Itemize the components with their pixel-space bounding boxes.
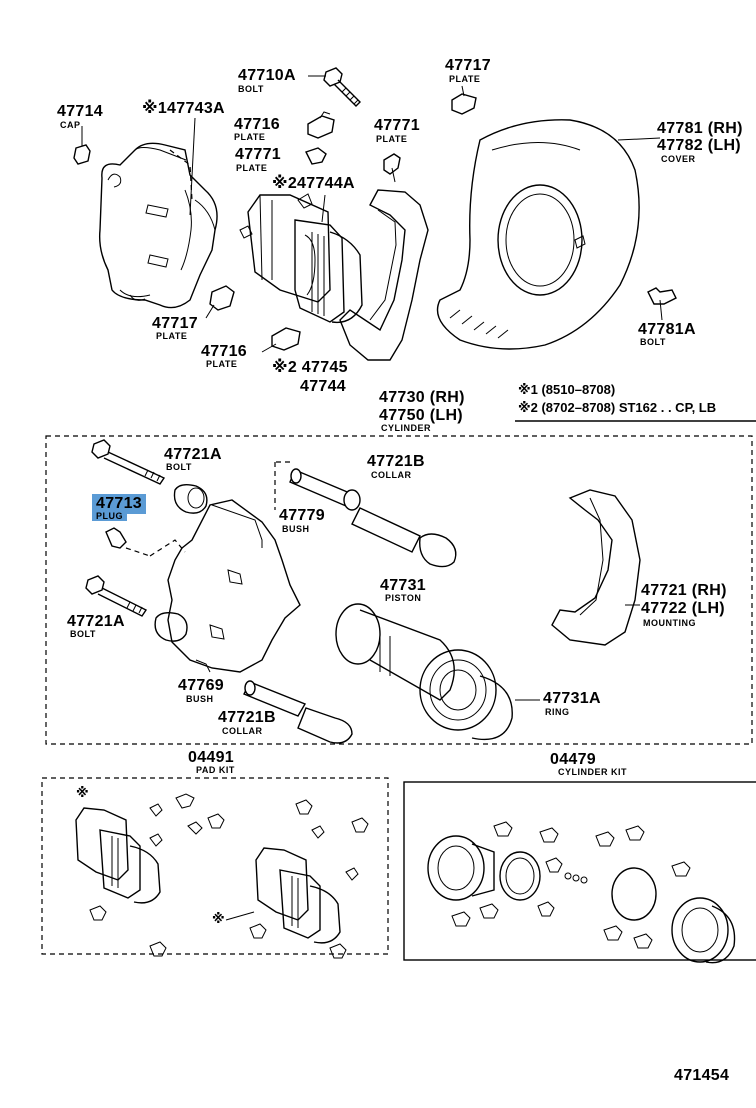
part-number-47745[interactable]: ※2 47745 — [272, 359, 348, 376]
part-number-04479[interactable]: 04479 — [550, 751, 596, 768]
part-name-04479: CYLINDER KIT — [558, 767, 627, 777]
plate-47771-right-drawing — [383, 153, 401, 183]
part-number-47717-lower[interactable]: 47717 — [152, 315, 198, 332]
part-number-47771-right[interactable]: 47771 — [374, 117, 420, 134]
part-name-04491: PAD KIT — [196, 765, 235, 775]
brake-pads-drawing — [239, 193, 363, 324]
part-number-04491[interactable]: 04491 — [188, 749, 234, 766]
part-name-47731: PISTON — [385, 593, 422, 603]
part-name-47716-top: PLATE — [234, 132, 266, 142]
part-number-47781-rh[interactable]: 47781 (RH) — [657, 120, 743, 137]
part-number-47750-lh[interactable]: 47750 (LH) — [379, 407, 463, 424]
part-name-47731A: RING — [545, 707, 570, 717]
part-name-47781: COVER — [661, 154, 696, 164]
plate-47716-lower-drawing — [261, 327, 301, 353]
part-name-47710A: BOLT — [238, 84, 264, 94]
part-number-147743A[interactable]: ※147743A — [142, 100, 225, 117]
pad-kit-drawing — [75, 793, 369, 959]
plate-47716-top-drawing — [307, 111, 335, 139]
part-number-47730-rh[interactable]: 47730 (RH) — [379, 389, 465, 406]
part-name-47717-lower: PLATE — [156, 331, 188, 341]
part-name-47721B-top: COLLAR — [371, 470, 412, 480]
part-number-47714[interactable]: 47714 — [57, 103, 103, 120]
note-1: ※1 (8510–8708) — [518, 382, 616, 397]
part-number-47721B-top[interactable]: 47721B — [367, 453, 425, 470]
part-name-47713: PLUG — [92, 512, 128, 521]
cylinder-section-border — [45, 435, 753, 745]
part-number-47781A[interactable]: 47781A — [638, 321, 696, 338]
part-name-47721B-bottom: COLLAR — [222, 726, 263, 736]
part-name-47769: BUSH — [186, 694, 214, 704]
part-name-47721: MOUNTING — [643, 618, 696, 628]
part-number-247744A[interactable]: ※247744A — [272, 175, 355, 192]
cylinder-kit-drawing — [427, 821, 736, 964]
part-name-47771-right: PLATE — [376, 134, 408, 144]
cylinder-section-drawing — [85, 439, 641, 744]
part-number-47779[interactable]: 47779 — [279, 507, 325, 524]
part-number-47717-top[interactable]: 47717 — [445, 57, 491, 74]
part-number-47721A-top[interactable]: 47721A — [164, 446, 222, 463]
part-name-47779: BUSH — [282, 524, 310, 534]
bolt-47781A-drawing — [647, 287, 677, 321]
cylinder-kit-border — [403, 781, 756, 961]
part-name-47781A: BOLT — [640, 337, 666, 347]
pad-kit-mark-b: ※ — [212, 911, 225, 926]
part-number-47716-top[interactable]: 47716 — [234, 116, 280, 133]
part-number-47721-rh[interactable]: 47721 (RH) — [641, 582, 727, 599]
part-number-47710A[interactable]: 47710A — [238, 67, 296, 84]
part-number-47782-lh[interactable]: 47782 (LH) — [657, 137, 741, 154]
part-number-47731A[interactable]: 47731A — [543, 690, 601, 707]
part-number-47716-lower[interactable]: 47716 — [201, 343, 247, 360]
dust-cover-drawing — [436, 119, 661, 350]
part-number-47744[interactable]: 47744 — [300, 378, 346, 395]
part-number-47721A-bottom[interactable]: 47721A — [67, 613, 125, 630]
part-name-47730: CYLINDER — [381, 423, 432, 433]
part-name-47721A-bottom: BOLT — [70, 629, 96, 639]
caliper-housing-drawing — [98, 117, 218, 309]
part-name-47771-left: PLATE — [236, 163, 268, 173]
part-number-47713-highlighted[interactable]: 47713 — [92, 494, 146, 514]
part-name-47716-lower: PLATE — [206, 359, 238, 369]
note-2: ※2 (8702–8708) ST162 . . CP, LB — [518, 400, 717, 415]
part-number-47771-left[interactable]: 47771 — [235, 146, 281, 163]
plate-47771-left-drawing — [305, 147, 327, 165]
part-name-47721A-top: BOLT — [166, 462, 192, 472]
plate-47717-top-drawing — [451, 85, 477, 115]
pad-kit-border — [41, 777, 389, 955]
bolt-47710A-drawing — [308, 67, 361, 107]
part-number-47722-lh[interactable]: 47722 (LH) — [641, 600, 725, 617]
plate-47717-lower-drawing — [205, 285, 235, 319]
part-number-47721B-bottom[interactable]: 47721B — [218, 709, 276, 726]
part-number-47731[interactable]: 47731 — [380, 577, 426, 594]
pad-kit-mark-a: ※ — [76, 785, 89, 800]
page-number: 471454 — [674, 1067, 730, 1084]
part-number-47769[interactable]: 47769 — [178, 677, 224, 694]
part-name-47714: CAP — [60, 120, 81, 130]
cap-47714-drawing — [73, 126, 91, 165]
part-name-47717-top: PLATE — [449, 74, 481, 84]
mounting-bracket-top-drawing — [339, 189, 429, 361]
